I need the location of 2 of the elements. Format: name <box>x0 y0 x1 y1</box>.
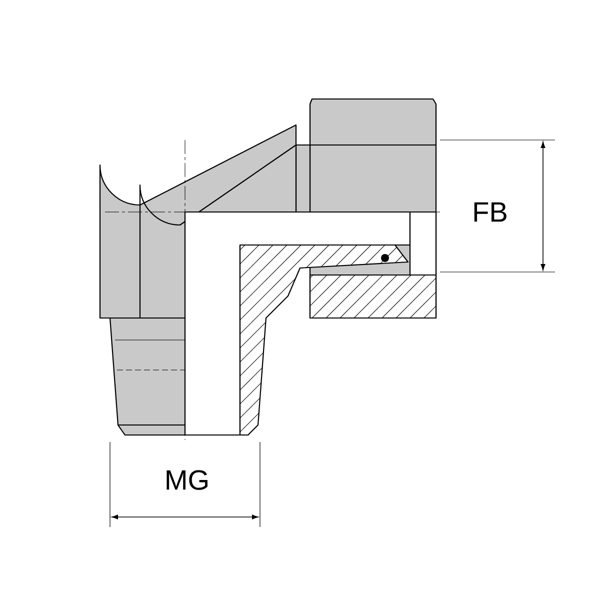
dimension-label: FB <box>474 202 506 222</box>
dimension-label: MG <box>166 470 208 490</box>
